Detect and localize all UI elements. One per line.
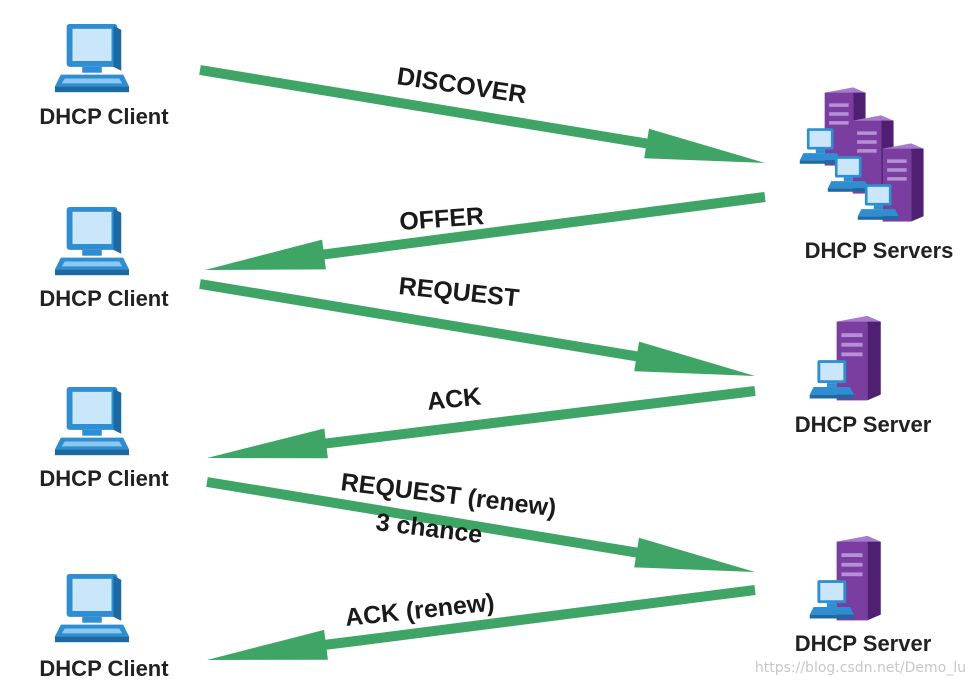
client-computer-icon bbox=[54, 23, 130, 93]
client-computer-icon bbox=[54, 386, 130, 456]
server-label: DHCP Servers bbox=[805, 238, 954, 263]
client-3: DHCP Client bbox=[39, 386, 169, 491]
server-3: DHCP Server bbox=[795, 535, 932, 656]
client-label: DHCP Client bbox=[39, 104, 169, 129]
arrow-request bbox=[199, 279, 755, 376]
message-arrows bbox=[199, 65, 766, 660]
message-label-request: REQUEST bbox=[397, 272, 520, 312]
message-label-offer: OFFER bbox=[398, 202, 484, 236]
watermark-text: https://blog.csdn.net/Demo_lu bbox=[755, 660, 966, 676]
client-4: DHCP Client bbox=[39, 573, 169, 681]
arrow-offer bbox=[205, 192, 766, 270]
arrow-ack-renew bbox=[207, 585, 756, 660]
client-label: DHCP Client bbox=[39, 656, 169, 681]
arrow-discover bbox=[199, 65, 765, 163]
server-icon bbox=[809, 535, 881, 621]
client-computer-icon bbox=[54, 573, 130, 643]
client-computer-icon bbox=[54, 206, 130, 276]
client-1: DHCP Client bbox=[39, 23, 169, 129]
message-label-chance: 3 chance bbox=[374, 508, 484, 549]
message-label-ack: ACK bbox=[426, 382, 483, 416]
server-label: DHCP Server bbox=[795, 631, 932, 656]
server-2: DHCP Server bbox=[795, 315, 932, 437]
arrow-request-renew bbox=[206, 477, 755, 572]
server-group: DHCP Servers bbox=[799, 87, 954, 263]
server-icon bbox=[809, 315, 881, 401]
arrow-ack bbox=[207, 386, 756, 459]
client-2: DHCP Client bbox=[39, 206, 169, 311]
client-label: DHCP Client bbox=[39, 286, 169, 311]
message-label-request-renew: REQUEST (renew) bbox=[339, 468, 558, 522]
client-label: DHCP Client bbox=[39, 466, 169, 491]
server-label: DHCP Server bbox=[795, 412, 932, 437]
